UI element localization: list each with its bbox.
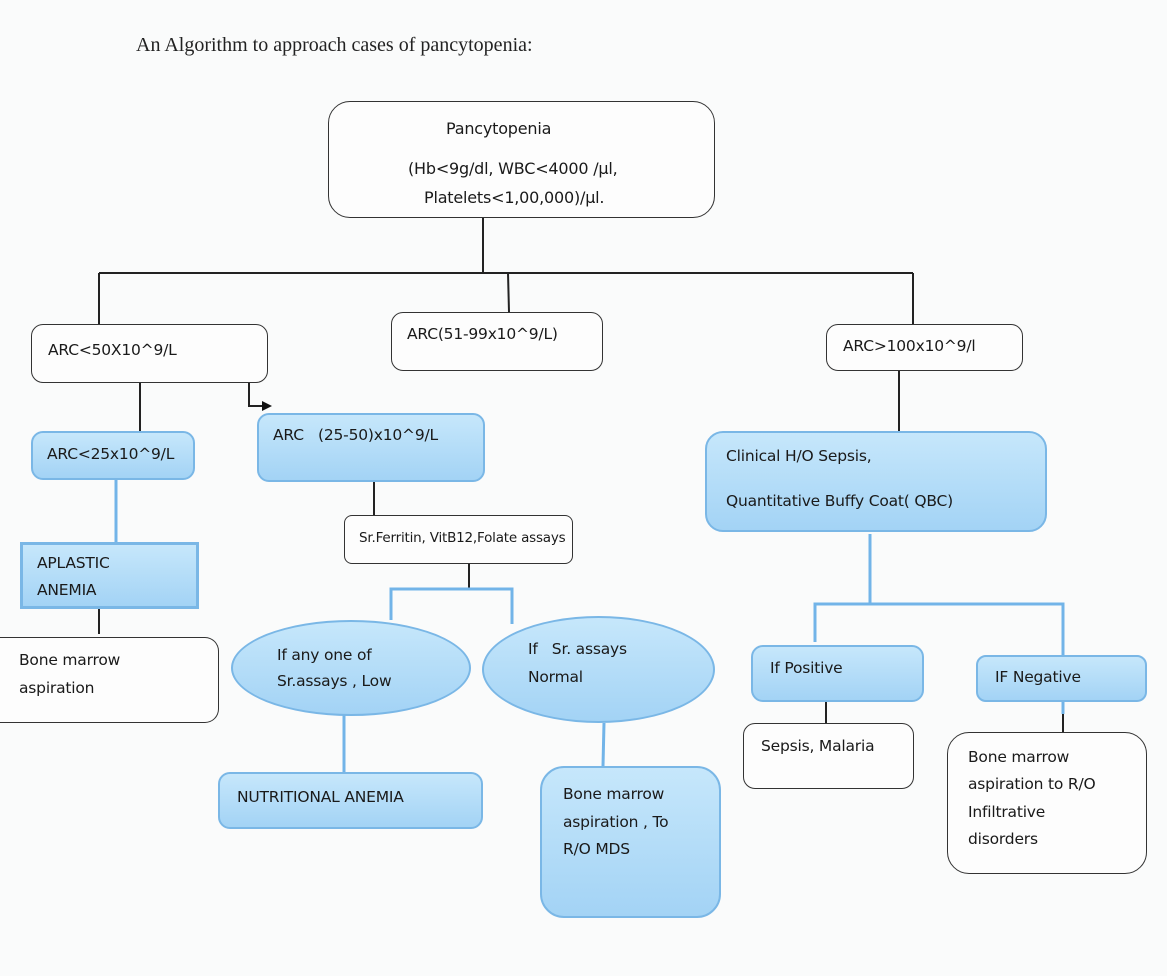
node-aplastic-anemia: APLASTIC ANEMIA (20, 542, 199, 609)
node-if-negative-label: IF Negative (995, 668, 1081, 686)
node-arc-very-low: ARC<25x10^9/L (31, 431, 195, 480)
node-sepsis-qbc-line-2: Quantitative Buffy Coat( QBC) (726, 492, 954, 510)
node-aplastic-anemia-line-2: ANEMIA (37, 581, 97, 599)
connector-assays-branch (389, 587, 514, 624)
node-pancytopenia: Pancytopenia (Hb<9g/dl, WBC<4000 /µl, Pl… (328, 101, 715, 218)
node-arc-low-label: ARC<50X10^9/L (48, 341, 177, 359)
node-sepsis-qbc-line-1: Clinical H/O Sepsis, (726, 447, 872, 465)
node-if-negative: IF Negative (976, 655, 1147, 702)
node-bm-aspiration-infiltrative: Bone marrow aspiration to R/O Infiltrati… (947, 732, 1147, 874)
node-if-positive: If Positive (751, 645, 924, 702)
node-pancytopenia-criteria-1: (Hb<9g/dl, WBC<4000 /µl, (408, 159, 618, 178)
page-heading: An Algorithm to approach cases of pancyt… (136, 34, 533, 56)
node-arc-high: ARC>100x10^9/l (826, 324, 1023, 371)
node-bm-aspiration-mds-line-2: aspiration , To (563, 813, 669, 831)
node-nutritional-anemia-label: NUTRITIONAL ANEMIA (237, 788, 404, 806)
node-arc-mid: ARC(51-99x10^9/L) (391, 312, 603, 371)
node-bm-aspiration-infiltrative-line-4: disorders (968, 830, 1038, 848)
node-bm-aspiration-left: Bone marrow aspiration (0, 637, 219, 723)
connector-arrow-to-arc-25-50 (220, 380, 272, 411)
node-bm-aspiration-mds-line-1: Bone marrow (563, 785, 665, 803)
node-assays-normal-line-2: Normal (528, 668, 583, 686)
node-bm-aspiration-infiltrative-line-2: aspiration to R/O (968, 775, 1096, 793)
connector-normal-to-mds (601, 722, 606, 767)
node-arc-mid-label: ARC(51-99x10^9/L) (407, 325, 558, 343)
node-arc-very-low-label: ARC<25x10^9/L (47, 445, 175, 463)
node-sepsis-malaria-label: Sepsis, Malaria (761, 737, 875, 755)
node-aplastic-anemia-line-1: APLASTIC (37, 554, 110, 572)
node-arc-high-label: ARC>100x10^9/l (843, 337, 976, 355)
node-assays-low-line-2: Sr.assays , Low (277, 672, 392, 690)
node-nutritional-anemia: NUTRITIONAL ANEMIA (218, 772, 483, 829)
node-bm-aspiration-mds: Bone marrow aspiration , To R/O MDS (540, 766, 721, 918)
node-sepsis-qbc: Clinical H/O Sepsis, Quantitative Buffy … (705, 431, 1047, 532)
node-arc-low: ARC<50X10^9/L (31, 324, 268, 383)
node-arc-25-50: ARC (25-50)x10^9/L (257, 413, 485, 482)
node-serum-assays: Sr.Ferritin, VitB12,Folate assays (344, 515, 573, 564)
node-if-positive-label: If Positive (770, 659, 843, 677)
node-bm-aspiration-left-line-2: aspiration (19, 679, 95, 697)
node-assays-normal: If Sr. assays Normal (482, 616, 715, 723)
node-bm-aspiration-infiltrative-line-1: Bone marrow (968, 748, 1070, 766)
node-serum-assays-label: Sr.Ferritin, VitB12,Folate assays (359, 530, 566, 546)
node-bm-aspiration-mds-line-3: R/O MDS (563, 840, 630, 858)
node-arc-25-50-label: ARC (25-50)x10^9/L (273, 426, 438, 444)
node-sepsis-malaria: Sepsis, Malaria (743, 723, 914, 789)
connector-to-arc-mid (507, 272, 510, 313)
node-pancytopenia-title: Pancytopenia (446, 119, 552, 138)
node-assays-normal-line-1: If Sr. assays (528, 640, 627, 658)
node-pancytopenia-criteria-2: Platelets<1,00,000)/µl. (424, 188, 605, 207)
node-bm-aspiration-left-line-1: Bone marrow (19, 651, 121, 669)
node-assays-low-line-1: If any one of (277, 646, 372, 664)
node-assays-low: If any one of Sr.assays , Low (231, 620, 471, 716)
node-bm-aspiration-infiltrative-line-3: Infiltrative (968, 803, 1046, 821)
